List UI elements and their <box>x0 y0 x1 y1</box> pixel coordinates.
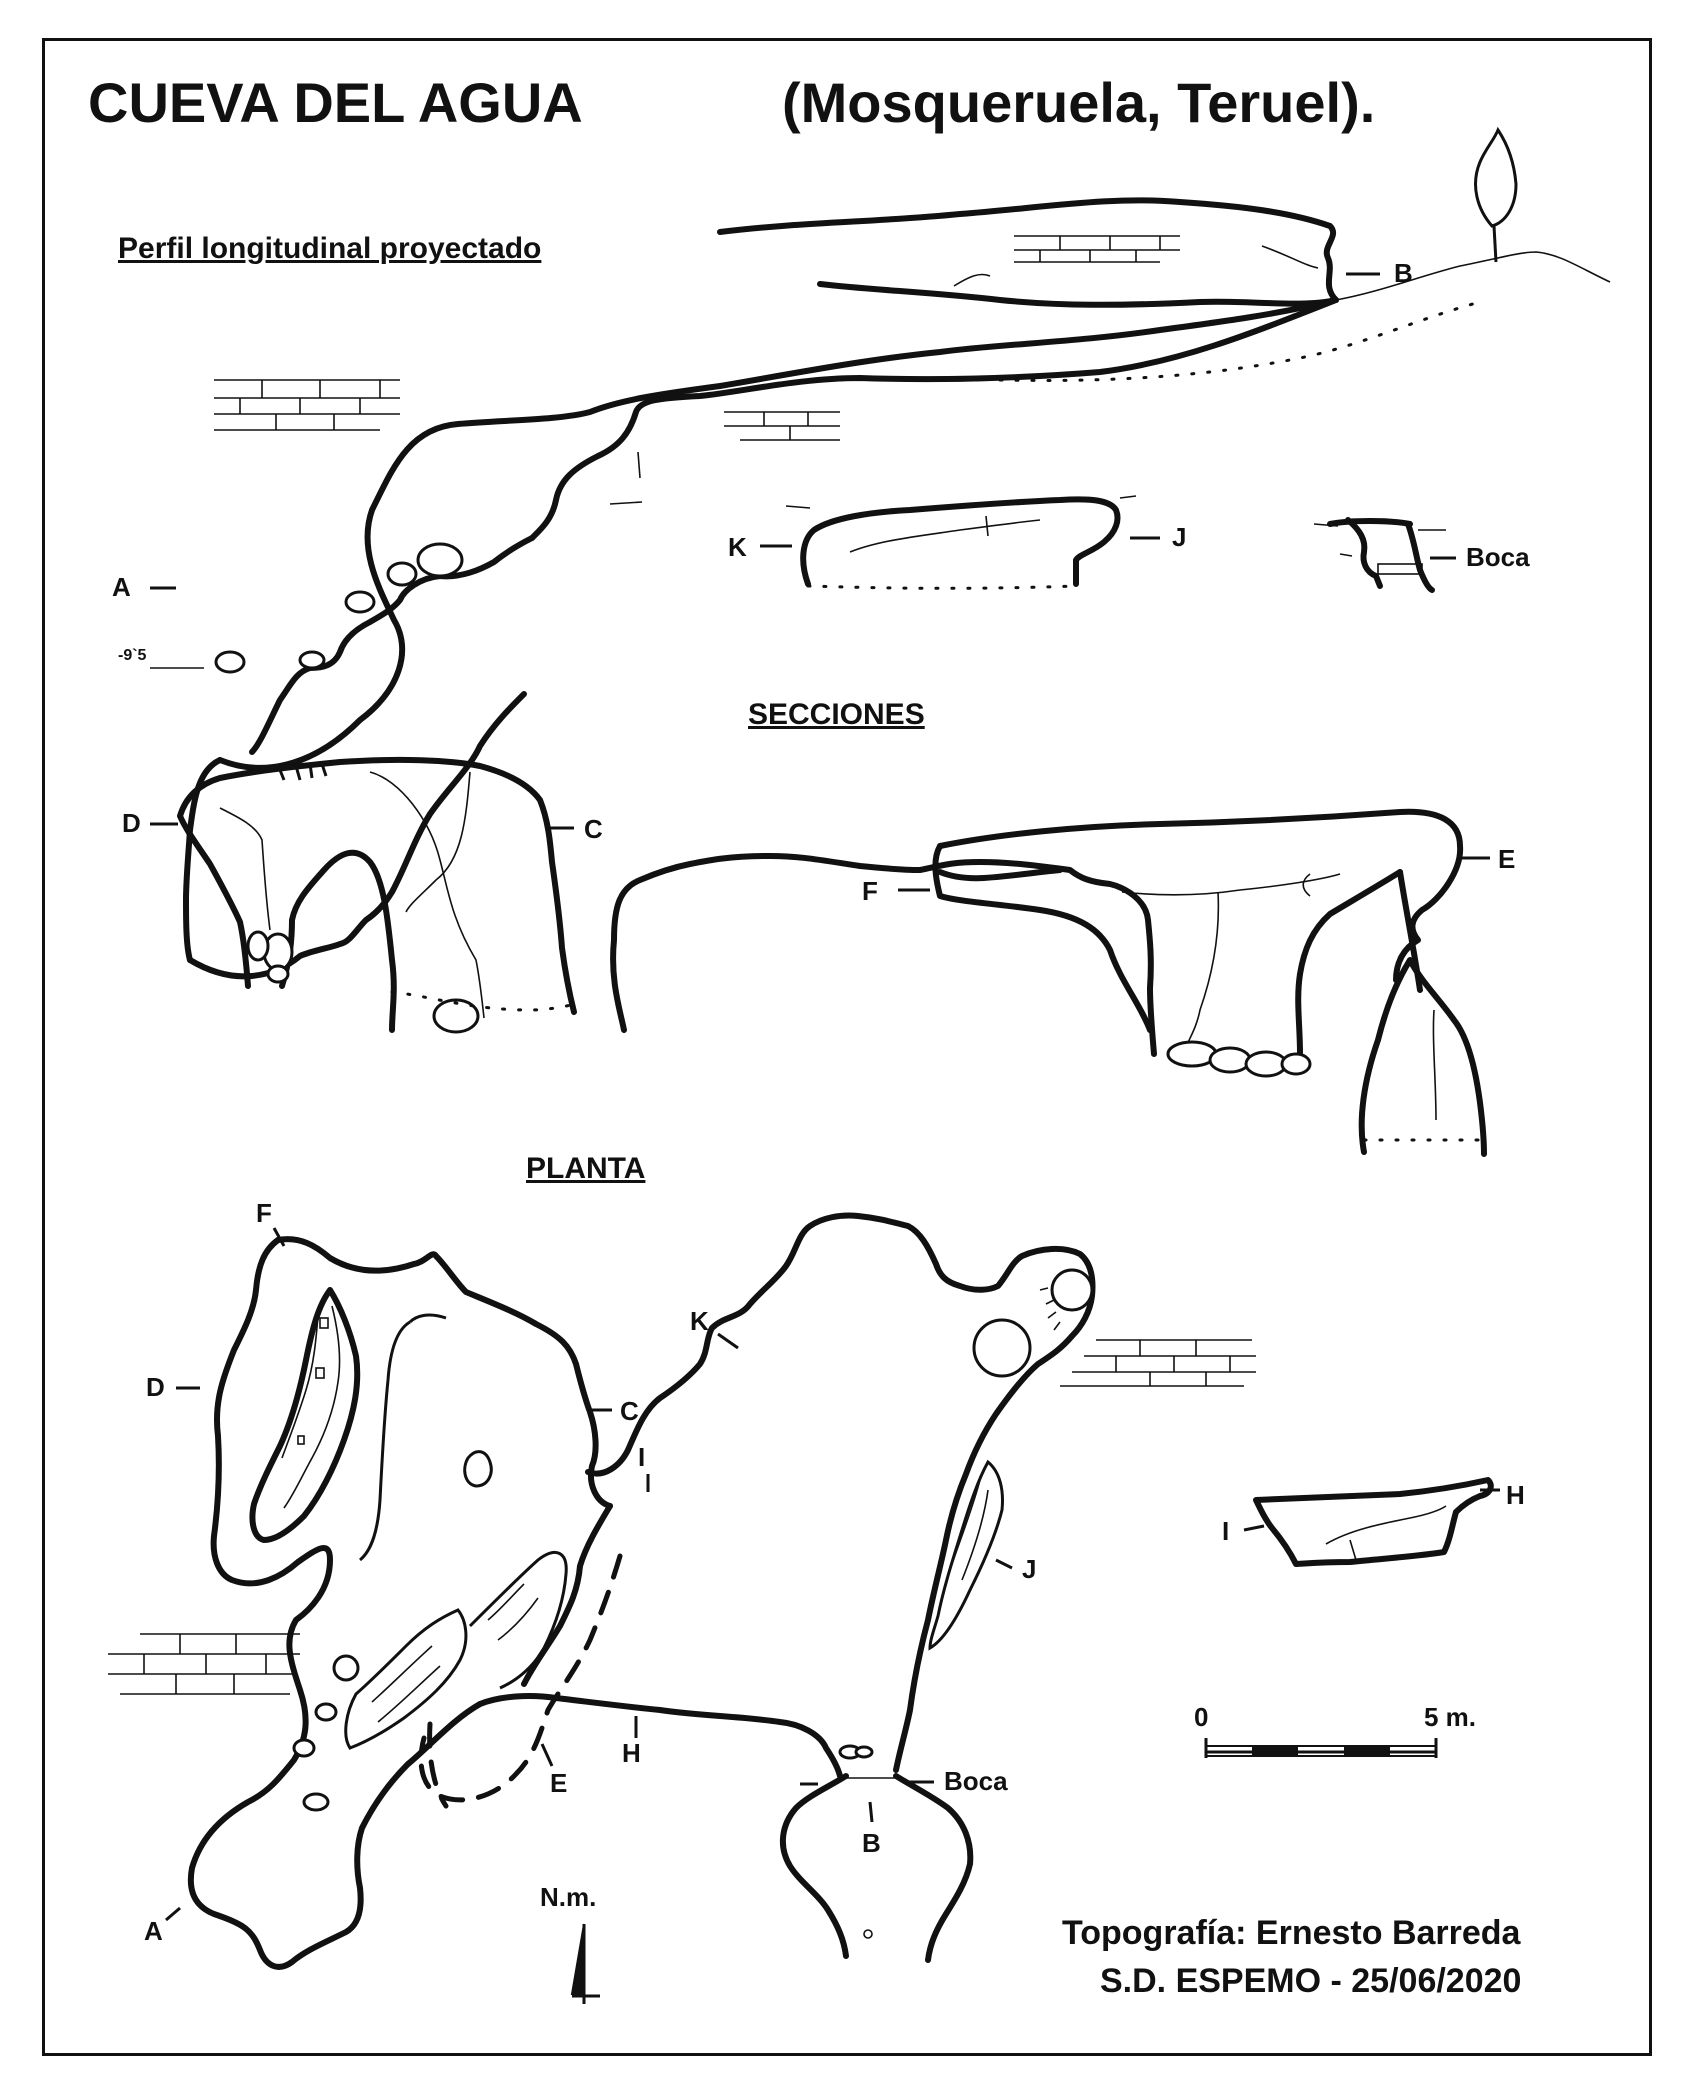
map-frame <box>42 38 1652 2056</box>
north-arrow: N.m. <box>540 1882 600 2004</box>
plan-label-c: C <box>620 1396 639 1426</box>
section-label-f: F <box>862 876 878 906</box>
section-label-c: C <box>584 814 603 844</box>
rock-strata-plan-1 <box>1060 1339 1256 1387</box>
section-f-e <box>610 853 1487 1157</box>
sections-heading: SECCIONES <box>748 698 925 731</box>
section-d-c <box>177 756 578 1034</box>
section-h-label: H <box>1506 1480 1525 1510</box>
profile-label-a: A <box>112 572 131 602</box>
profile-drawing <box>183 126 1611 980</box>
plan-label-i: I <box>638 1442 645 1472</box>
plan-label-h: H <box>622 1738 641 1768</box>
plan-label-a: A <box>144 1916 163 1946</box>
scale-zero: 0 <box>1194 1702 1208 1732</box>
rock-strata-plan-2 <box>108 1633 300 1695</box>
section-label-e: E <box>1498 844 1515 874</box>
profile-label-boca: Boca <box>1466 542 1530 572</box>
credit-surveyor: Topografía: Ernesto Barreda <box>1062 1914 1522 1952</box>
profile-depth-label: -9`5 <box>118 647 147 664</box>
rock-strata-profile-2 <box>1014 235 1180 263</box>
scale-end: 5 m. <box>1424 1702 1476 1732</box>
plan-label-boca: Boca <box>944 1766 1008 1796</box>
profile-label-j: J <box>1172 522 1186 552</box>
plan-drawing <box>108 1212 1494 1970</box>
profile-heading: Perfil longitudinal proyectado <box>118 232 541 265</box>
plan-label-d: D <box>146 1372 165 1402</box>
north-label: N.m. <box>540 1882 596 1912</box>
profile-label-k: K <box>728 532 747 562</box>
north-arrow-icon <box>570 1923 585 1995</box>
plan-label-e: E <box>550 1768 567 1798</box>
rock-strata-profile-1 <box>214 379 400 431</box>
section-i-label: I <box>1222 1516 1229 1546</box>
section-fe-outline-left <box>932 843 1153 1033</box>
credit-club-date: S.D. ESPEMO - 25/06/2020 <box>1100 1962 1521 2000</box>
cave-name: CUEVA DEL AGUA <box>88 71 583 134</box>
plan-label-j: J <box>1022 1554 1036 1584</box>
scale-bar: 0 5 m. <box>1194 1702 1476 1758</box>
plan-label-k: K <box>690 1306 709 1336</box>
section-fe-outline <box>937 808 1464 983</box>
plan-label-b: B <box>862 1828 881 1858</box>
plan-heading: PLANTA <box>526 1152 645 1185</box>
profile-label-b: B <box>1394 258 1413 288</box>
rock-strata-profile-3 <box>724 411 840 441</box>
section-label-d: D <box>122 808 141 838</box>
plan-label-f: F <box>256 1198 272 1228</box>
cave-location: (Mosqueruela, Teruel). <box>782 71 1375 134</box>
